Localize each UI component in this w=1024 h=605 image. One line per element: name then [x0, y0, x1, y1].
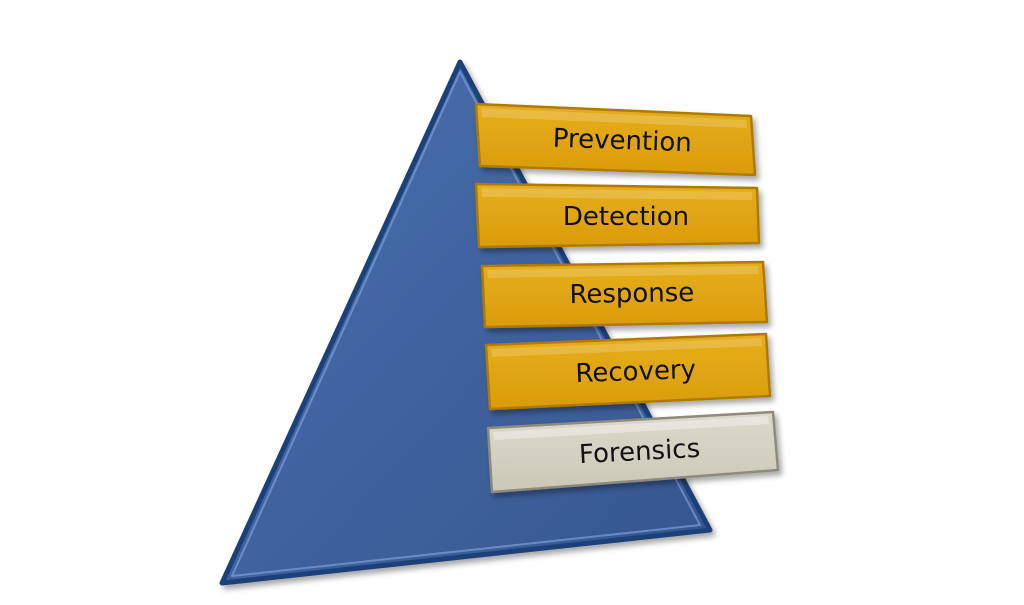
box-detection: Detection — [474, 182, 761, 249]
box-gloss — [481, 188, 752, 200]
box-forensics: Forensics — [486, 410, 780, 494]
box-bg — [480, 260, 769, 329]
box-label: Prevention — [552, 124, 692, 159]
box-label: Forensics — [578, 434, 701, 470]
box-label: Detection — [563, 202, 689, 232]
box-gloss — [493, 416, 769, 440]
box-label: Recovery — [575, 355, 697, 389]
box-prevention: Prevention — [474, 102, 757, 177]
box-bg — [484, 332, 772, 411]
box-response: Response — [480, 260, 769, 329]
box-gloss — [487, 266, 759, 278]
box-gloss — [491, 338, 762, 357]
box-label: Response — [569, 278, 694, 310]
box-bg — [474, 182, 761, 249]
box-gloss — [481, 108, 747, 128]
box-recovery: Recovery — [484, 332, 772, 411]
box-bg — [474, 102, 757, 177]
box-bg — [486, 410, 780, 494]
